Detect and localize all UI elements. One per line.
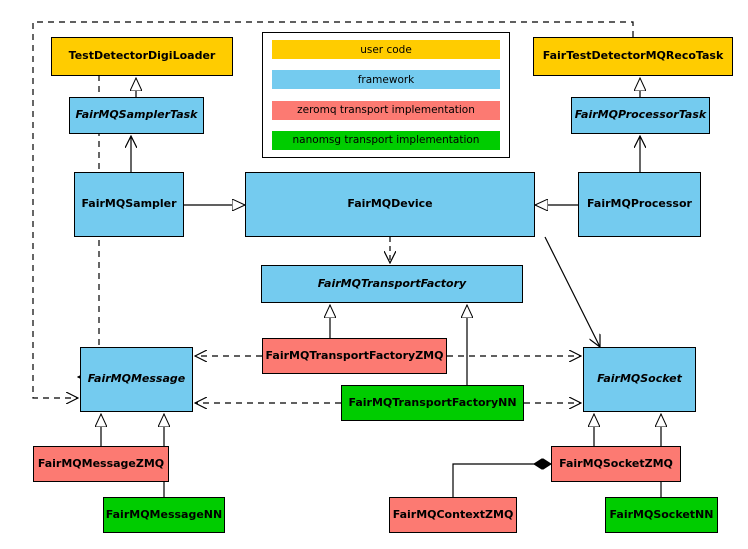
class-box-fairmqcontextzmq[interactable]: FairMQContextZMQ xyxy=(389,497,517,533)
class-box-fairmqdevice[interactable]: FairMQDevice xyxy=(245,172,535,237)
class-box-fairmqsocket[interactable]: FairMQSocket xyxy=(583,347,696,412)
class-box-fairmqtransportfactory[interactable]: FairMQTransportFactory xyxy=(261,265,523,303)
class-box-fairmqmessage[interactable]: FairMQMessage xyxy=(80,347,193,412)
class-box-fairmqprocessortask[interactable]: FairMQProcessorTask xyxy=(571,97,710,134)
class-box-fairmqsocketzmq[interactable]: FairMQSocketZMQ xyxy=(551,446,681,482)
class-box-fairmqtransportfactorynn[interactable]: FairMQTransportFactoryNN xyxy=(341,385,524,421)
class-box-fairmqmessagenn[interactable]: FairMQMessageNN xyxy=(103,497,225,533)
legend-item-zeromq: zeromq transport implementation xyxy=(272,100,500,120)
legend-item-nanomsg: nanomsg transport implementation xyxy=(272,130,500,150)
edge-contextzmq-to-socketzmq xyxy=(452,464,551,497)
class-box-fairtestdetectormqrecotask[interactable]: FairTestDetectorMQRecoTask xyxy=(533,37,733,76)
legend-item-user-code: user code xyxy=(272,40,500,59)
legend-item-framework: framework xyxy=(272,70,500,90)
edge-recotask-to-message xyxy=(32,21,634,398)
class-box-fairmqmessagezmq[interactable]: FairMQMessageZMQ xyxy=(33,446,169,482)
edge-device-to-socket xyxy=(544,236,600,347)
class-box-fairmqsamplertask[interactable]: FairMQSamplerTask xyxy=(69,97,204,134)
class-box-fairmqsocketnn[interactable]: FairMQSocketNN xyxy=(605,497,718,533)
color-legend: user code framework zeromq transport imp… xyxy=(262,32,510,158)
class-box-fairmqsampler[interactable]: FairMQSampler xyxy=(74,172,184,237)
class-box-fairmqprocessor[interactable]: FairMQProcessor xyxy=(578,172,701,237)
class-box-testdetectordigiloader[interactable]: TestDetectorDigiLoader xyxy=(51,37,233,76)
class-box-fairmqtransportfactoryzmq[interactable]: FairMQTransportFactoryZMQ xyxy=(262,338,447,374)
